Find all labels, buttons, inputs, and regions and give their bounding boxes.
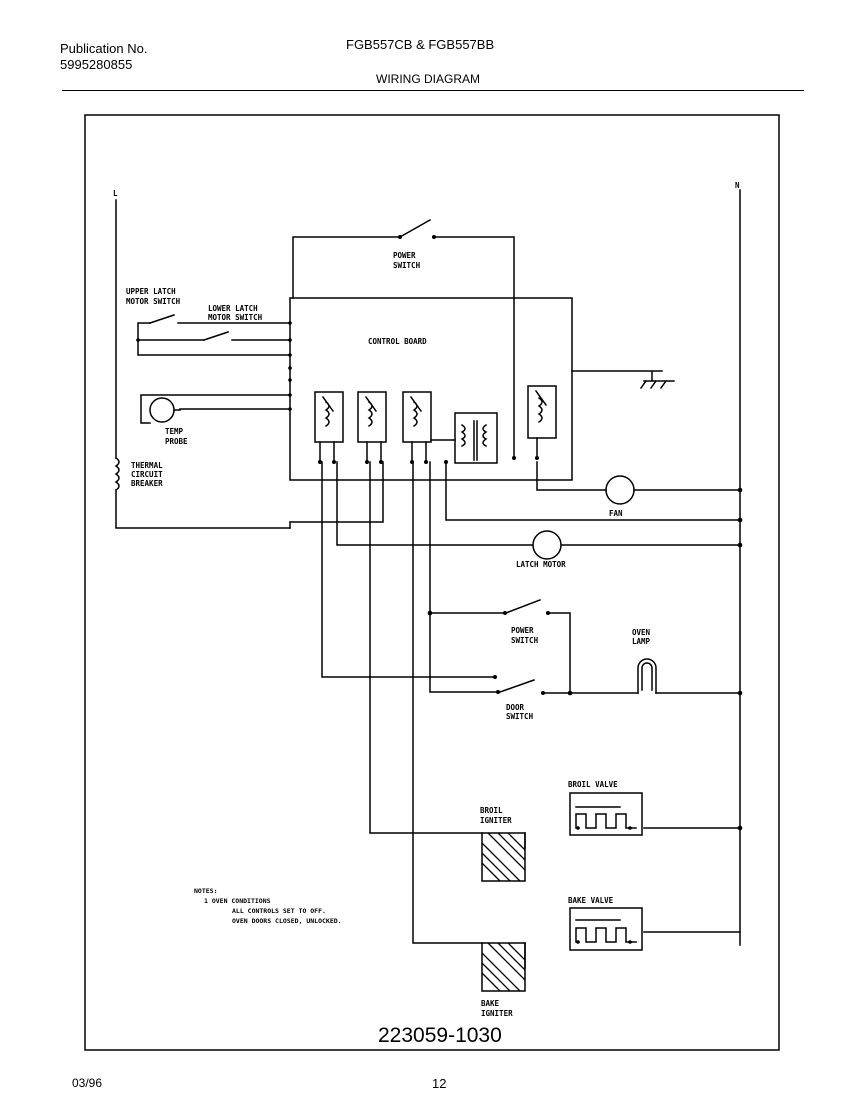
- relay-4: [527, 385, 557, 439]
- bake-igniter-label-1: BAKE: [481, 999, 500, 1008]
- latch-motor: [532, 530, 562, 560]
- wire-door-switch: [321, 461, 496, 678]
- upper-latch-label-1: UPPER LATCH: [126, 287, 176, 296]
- thermal-breaker-label-3: BREAKER: [131, 479, 163, 488]
- upper-latch-wire: [137, 322, 291, 356]
- wire-fan: [536, 461, 741, 491]
- oven-lamp: [637, 658, 657, 694]
- temp-probe-wires: [140, 394, 291, 424]
- neutral-label: N: [735, 181, 740, 190]
- wire-n-tie: [445, 461, 741, 521]
- relay-1: [314, 391, 344, 443]
- broil-valve: [569, 792, 643, 836]
- fan-motor: [605, 475, 635, 505]
- lower-latch-label-2: MOTOR SWITCH: [208, 313, 263, 322]
- temp-probe-label-1: TEMP: [165, 427, 184, 436]
- notes-line-2: ALL CONTROLS SET TO OFF.: [232, 907, 326, 915]
- page-number: 12: [432, 1076, 447, 1091]
- power-switch-mid-label-1: POWER: [511, 626, 534, 635]
- thermal-breaker: [114, 456, 120, 492]
- broil-valve-label: BROIL VALVE: [568, 780, 618, 789]
- broil-igniter: [481, 832, 526, 882]
- wire-latch-motor: [336, 461, 741, 546]
- notes-line-3: OVEN DOORS CLOSED, UNLOCKED.: [232, 917, 342, 925]
- broil-valve-coil: [575, 806, 637, 829]
- lower-latch-switch: [203, 331, 229, 341]
- relay-leads: [319, 437, 538, 463]
- oven-lamp-label-2: LAMP: [632, 637, 651, 646]
- model-numbers: FGB557CB & FGB557BB: [346, 37, 495, 52]
- lower-latch-label-1: LOWER LATCH: [208, 304, 258, 313]
- wire-power-switch-mid: [429, 461, 571, 694]
- bake-valve: [569, 907, 643, 951]
- upper-latch-switch: [149, 314, 175, 324]
- temp-probe-label-2: PROBE: [165, 437, 188, 446]
- door-switch: [499, 679, 535, 693]
- ground-symbol: [571, 370, 675, 390]
- wire-door-power: [429, 612, 499, 693]
- relay-coils: [324, 396, 543, 461]
- header-rule: [62, 90, 804, 91]
- latch-motor-label: LATCH MOTOR: [516, 560, 566, 569]
- power-switch-top: [398, 218, 432, 239]
- bake-valve-label: BAKE VALVE: [568, 896, 614, 905]
- line-label: L: [113, 189, 118, 198]
- diagram-frame: [84, 114, 780, 1051]
- power-switch-top-label-2: SWITCH: [393, 261, 421, 270]
- power-switch-mid-label-2: SWITCH: [511, 636, 539, 645]
- relay-switch-arms: [321, 389, 548, 413]
- control-board: [289, 297, 573, 481]
- bake-valve-coil: [575, 919, 637, 943]
- part-number: 223059-1030: [378, 1024, 502, 1047]
- power-switch-mid: [505, 599, 541, 614]
- bake-igniter-label-2: IGNITER: [481, 1009, 513, 1018]
- fan-label: FAN: [609, 509, 623, 518]
- door-switch-label-2: SWITCH: [506, 712, 534, 721]
- broil-igniter-label-2: IGNITER: [480, 816, 512, 825]
- power-switch-top-label-1: POWER: [393, 251, 416, 260]
- publication-number: 5995280855: [60, 57, 133, 72]
- control-board-label: CONTROL BOARD: [368, 337, 427, 346]
- publication-label: Publication No.: [60, 41, 148, 56]
- wire-valve-n: [643, 827, 741, 933]
- thermal-breaker-label-1: THERMAL: [131, 461, 163, 470]
- broil-igniter-label-1: BROIL: [480, 806, 503, 815]
- transformer: [454, 412, 498, 464]
- line-rail: [115, 199, 291, 529]
- notes-line-1: 1 OVEN CONDITIONS: [204, 897, 271, 905]
- broil-igniter-hatch: [481, 832, 526, 882]
- relay-3: [402, 391, 432, 443]
- bake-igniter: [481, 942, 526, 992]
- bake-igniter-hatch: [481, 942, 526, 992]
- relay-2: [357, 391, 387, 443]
- power-switch-top-wires: [292, 236, 515, 459]
- upper-latch-label-2: MOTOR SWITCH: [126, 297, 181, 306]
- notes-heading: NOTES:: [194, 887, 217, 895]
- revision-date: 03/96: [72, 1076, 103, 1090]
- diagram-title: WIRING DIAGRAM: [376, 72, 480, 86]
- temp-probe-circle: [149, 397, 175, 423]
- oven-lamp-label-1: OVEN: [632, 628, 651, 637]
- thermal-breaker-label-2: CIRCUIT: [131, 470, 163, 479]
- door-switch-label-1: DOOR: [506, 703, 525, 712]
